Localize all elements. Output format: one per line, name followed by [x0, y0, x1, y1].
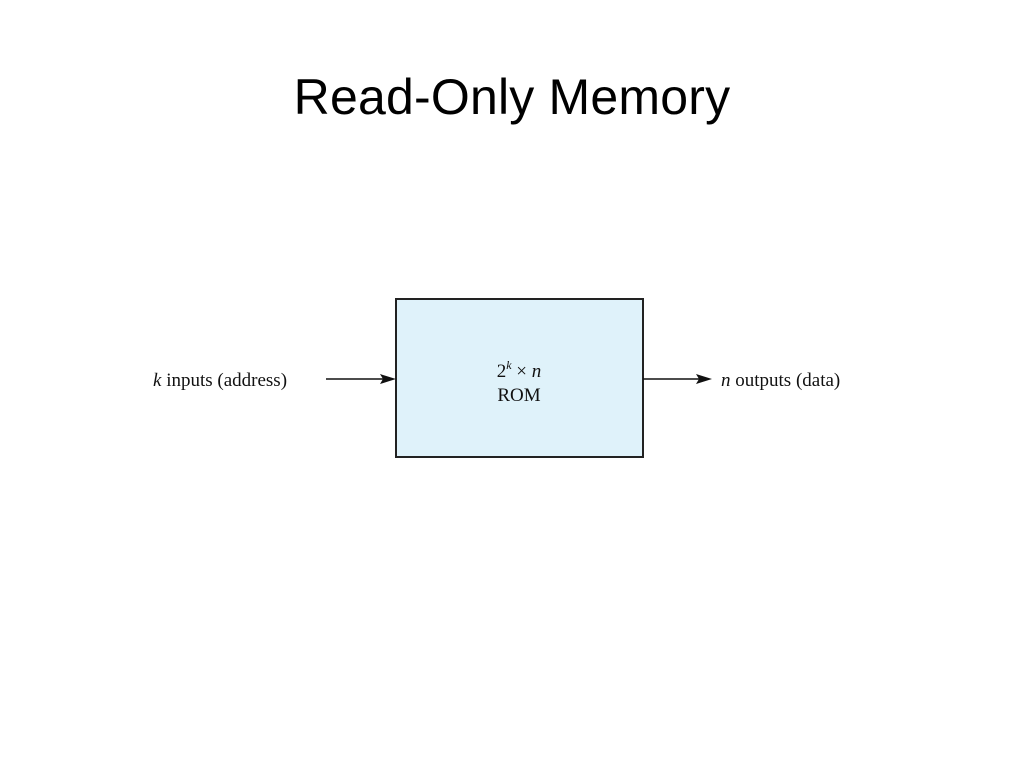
- slide-title: Read-Only Memory: [293, 69, 731, 125]
- output-text: outputs (data): [731, 370, 841, 391]
- output-label: n outputs (data): [721, 370, 840, 391]
- rom-size-width: n: [532, 361, 542, 382]
- input-text: inputs (address): [161, 370, 287, 391]
- rom-size-exponent: k: [506, 358, 512, 372]
- rom-name-label: ROM: [497, 385, 540, 406]
- input-var: k: [153, 370, 162, 391]
- output-arrowhead: [696, 374, 712, 384]
- rom-block: [395, 298, 644, 458]
- input-label: k inputs (address): [153, 370, 287, 391]
- rom-size-times: ×: [512, 361, 532, 382]
- output-var: n: [721, 370, 731, 391]
- rom-size-label: 2k × n: [497, 358, 542, 382]
- input-arrowhead: [380, 374, 396, 384]
- rom-size-base: 2: [497, 361, 507, 382]
